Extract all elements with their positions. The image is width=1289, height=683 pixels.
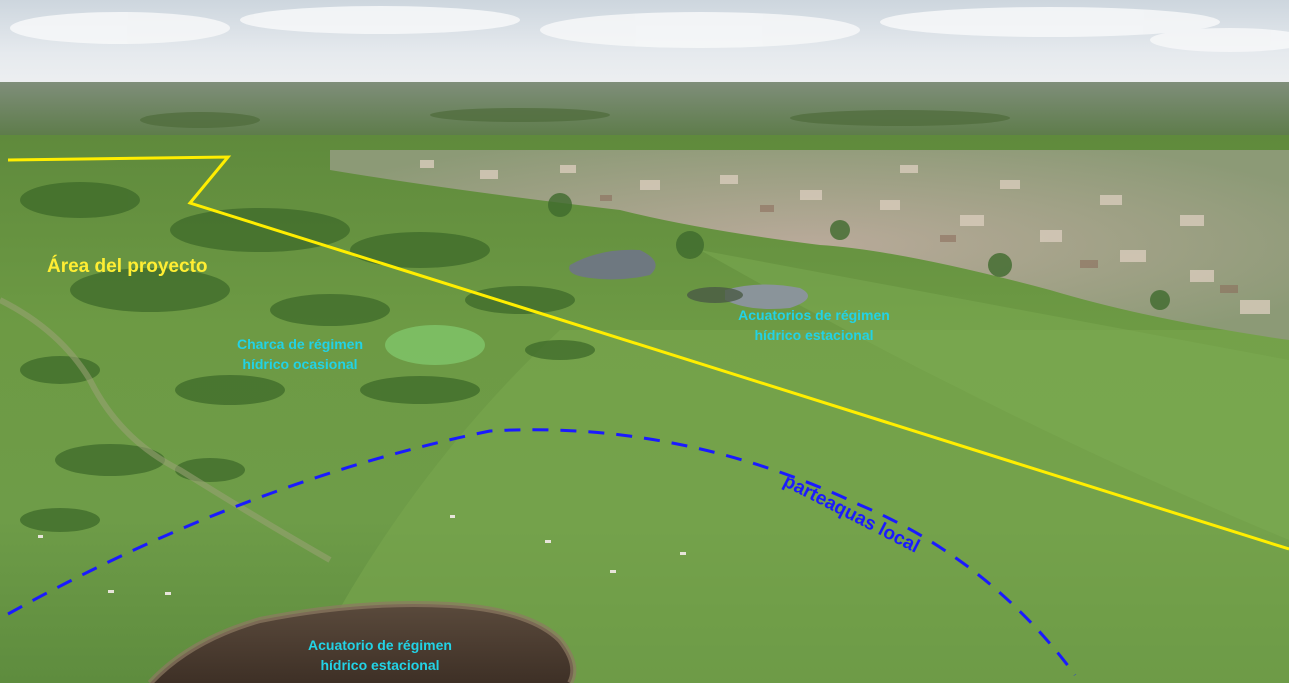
occasional-pond	[385, 325, 485, 365]
water-bodies-label-line2: hídrico estacional	[754, 327, 873, 343]
water-body-label-line1: Acuatorio de régimen	[308, 637, 452, 653]
project-area-label: Área del proyecto	[47, 255, 208, 277]
seasonal-pond-right	[725, 284, 808, 309]
dirt-track	[0, 297, 332, 563]
pond-label-line2: hídrico ocasional	[242, 356, 357, 372]
water-bodies-label-line1: Acuatorios de régimen	[738, 307, 890, 323]
watershed-divide-line	[7, 428, 1077, 676]
scrubland	[20, 182, 595, 532]
project-boundary-line	[7, 155, 1289, 551]
horizon-vegetation	[0, 82, 1289, 142]
town-buildings	[420, 160, 1270, 314]
clouds	[10, 6, 1289, 52]
pond-label-line1: Charca de régimen	[237, 336, 363, 352]
town	[330, 150, 1289, 340]
water-body-label-line2: hídrico estacional	[320, 657, 439, 673]
cattle	[38, 515, 686, 595]
seasonal-pond-small	[569, 249, 656, 280]
